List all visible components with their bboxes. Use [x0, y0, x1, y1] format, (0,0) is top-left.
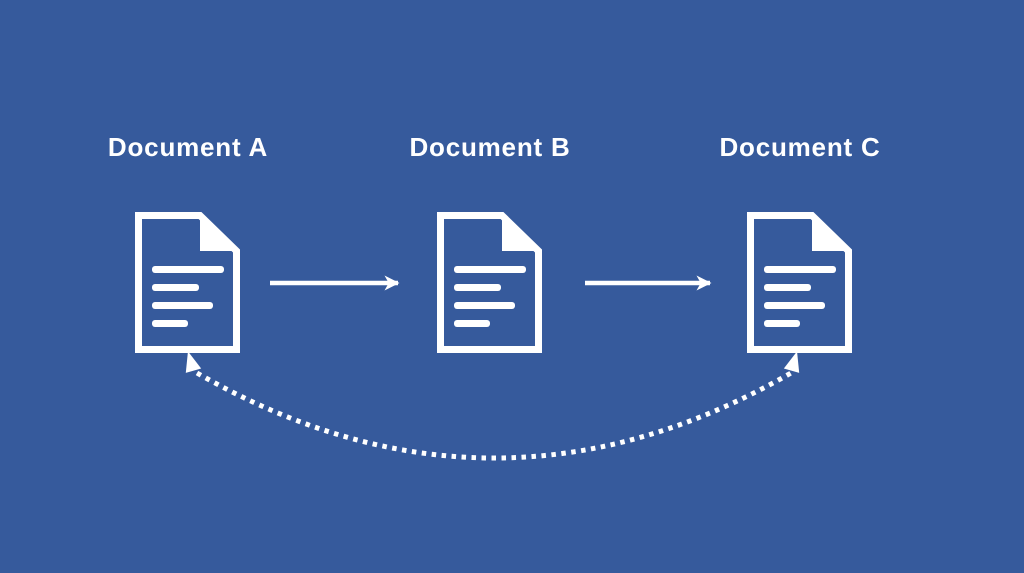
- document-icon: [751, 216, 849, 350]
- document-icon: [441, 216, 539, 350]
- document-a-label: Document A: [107, 132, 269, 162]
- document-c-label: Document C: [719, 132, 881, 162]
- dotted-curve-arrow-icon: [185, 351, 800, 461]
- document-b-label: Document B: [409, 132, 571, 162]
- document-icon: [139, 216, 237, 350]
